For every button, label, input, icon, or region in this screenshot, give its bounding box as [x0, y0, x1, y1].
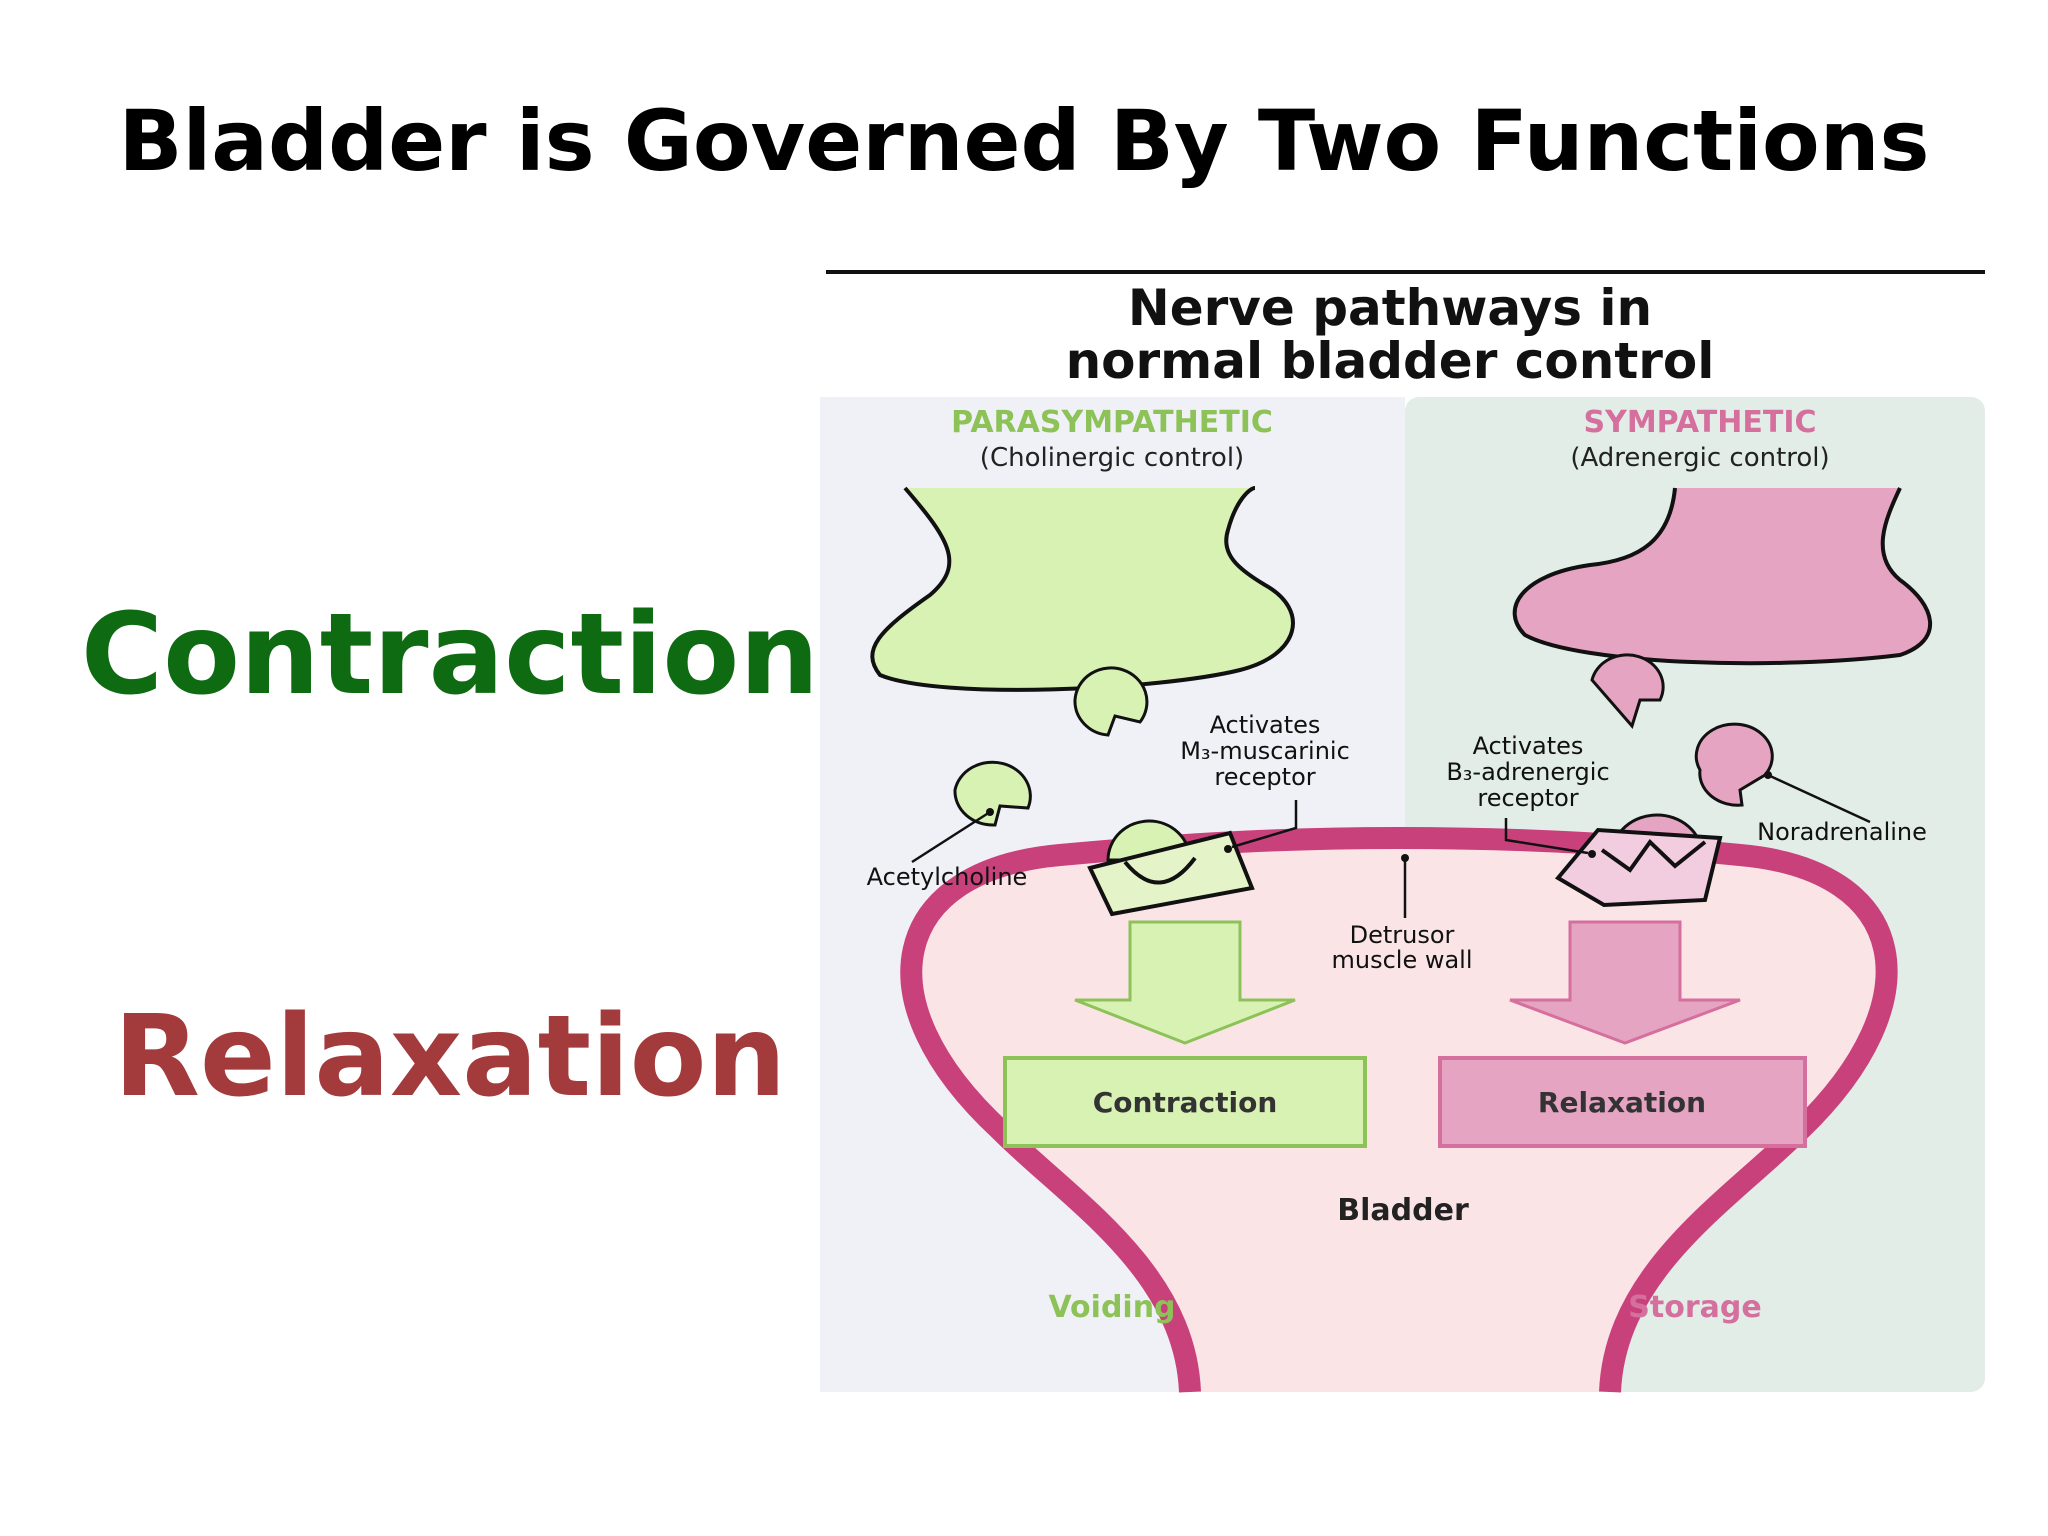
storage-label: Storage	[1628, 1290, 1761, 1325]
relaxation-box-label: Relaxation	[1538, 1086, 1706, 1119]
detrusor-label: Detrusor	[1350, 921, 1455, 949]
relaxation-arrow	[1509, 920, 1741, 1045]
b3-receptor-pointer-dot	[1588, 850, 1596, 858]
parasympathetic-nerve-terminal	[870, 486, 1295, 692]
b3-receptor-label: receptor	[1477, 784, 1578, 812]
contraction-term: Contraction	[80, 590, 820, 720]
diagram-title-line2: normal bladder control	[1066, 332, 1715, 390]
sympathetic-nerve-terminal	[1512, 487, 1932, 666]
relaxation-box	[1438, 1056, 1807, 1148]
sympathetic-heading: SYMPATHETIC	[1583, 405, 1816, 440]
relaxation-term: Relaxation	[113, 992, 787, 1122]
sympathetic-subheading: (Adrenergic control)	[1570, 443, 1829, 473]
m3-receptor-binding-site	[1123, 856, 1197, 885]
noradrenaline-molecule	[1694, 722, 1774, 807]
m3-receptor-pointer-dot	[1224, 845, 1232, 853]
noradrenaline-molecule	[1590, 653, 1665, 730]
m3-receptor-label: receptor	[1214, 763, 1315, 791]
b3-receptor-pointer	[1504, 818, 1589, 855]
acetylcholine-molecule	[1073, 666, 1149, 737]
contraction-box	[1003, 1056, 1367, 1148]
b3-receptor-binding-site	[1600, 838, 1707, 873]
noradrenaline-pointer	[1767, 773, 1871, 824]
detrusor-sublabel: muscle wall	[1331, 946, 1472, 974]
noradrenaline-label: Noradrenaline	[1757, 818, 1927, 846]
m3-activates-label: Activates	[1210, 711, 1321, 739]
contraction-box-label: Contraction	[1093, 1086, 1278, 1119]
contraction-arrow	[1074, 920, 1296, 1045]
acetylcholine-label: Acetylcholine	[867, 863, 1028, 891]
acetylcholine-molecule	[953, 760, 1032, 827]
m3-receptor-pointer	[1231, 800, 1298, 849]
m3-receptor-name: M₃-muscarinic	[1180, 737, 1350, 765]
b3-receptor-name: B₃-adrenergic	[1446, 758, 1609, 786]
slide-title: Bladder is Governed By Two Functions	[118, 92, 1930, 190]
parasympathetic-subheading: (Cholinergic control)	[980, 443, 1244, 473]
noradrenaline-pointer-dot	[1764, 771, 1772, 779]
detrusor-pointer-dot	[1401, 854, 1409, 862]
acetylcholine-pointer-dot	[986, 808, 994, 816]
voiding-label: Voiding	[1048, 1290, 1175, 1325]
parasympathetic-heading: PARASYMPATHETIC	[951, 405, 1273, 440]
b3-activates-label: Activates	[1473, 732, 1584, 760]
b3-adrenergic-receptor	[1554, 827, 1723, 908]
diagram-title-line1: Nerve pathways in	[1128, 279, 1652, 337]
acetylcholine-pointer	[911, 810, 991, 864]
m3-muscarinic-receptor	[1087, 830, 1255, 917]
bladder-label: Bladder	[1337, 1193, 1469, 1228]
